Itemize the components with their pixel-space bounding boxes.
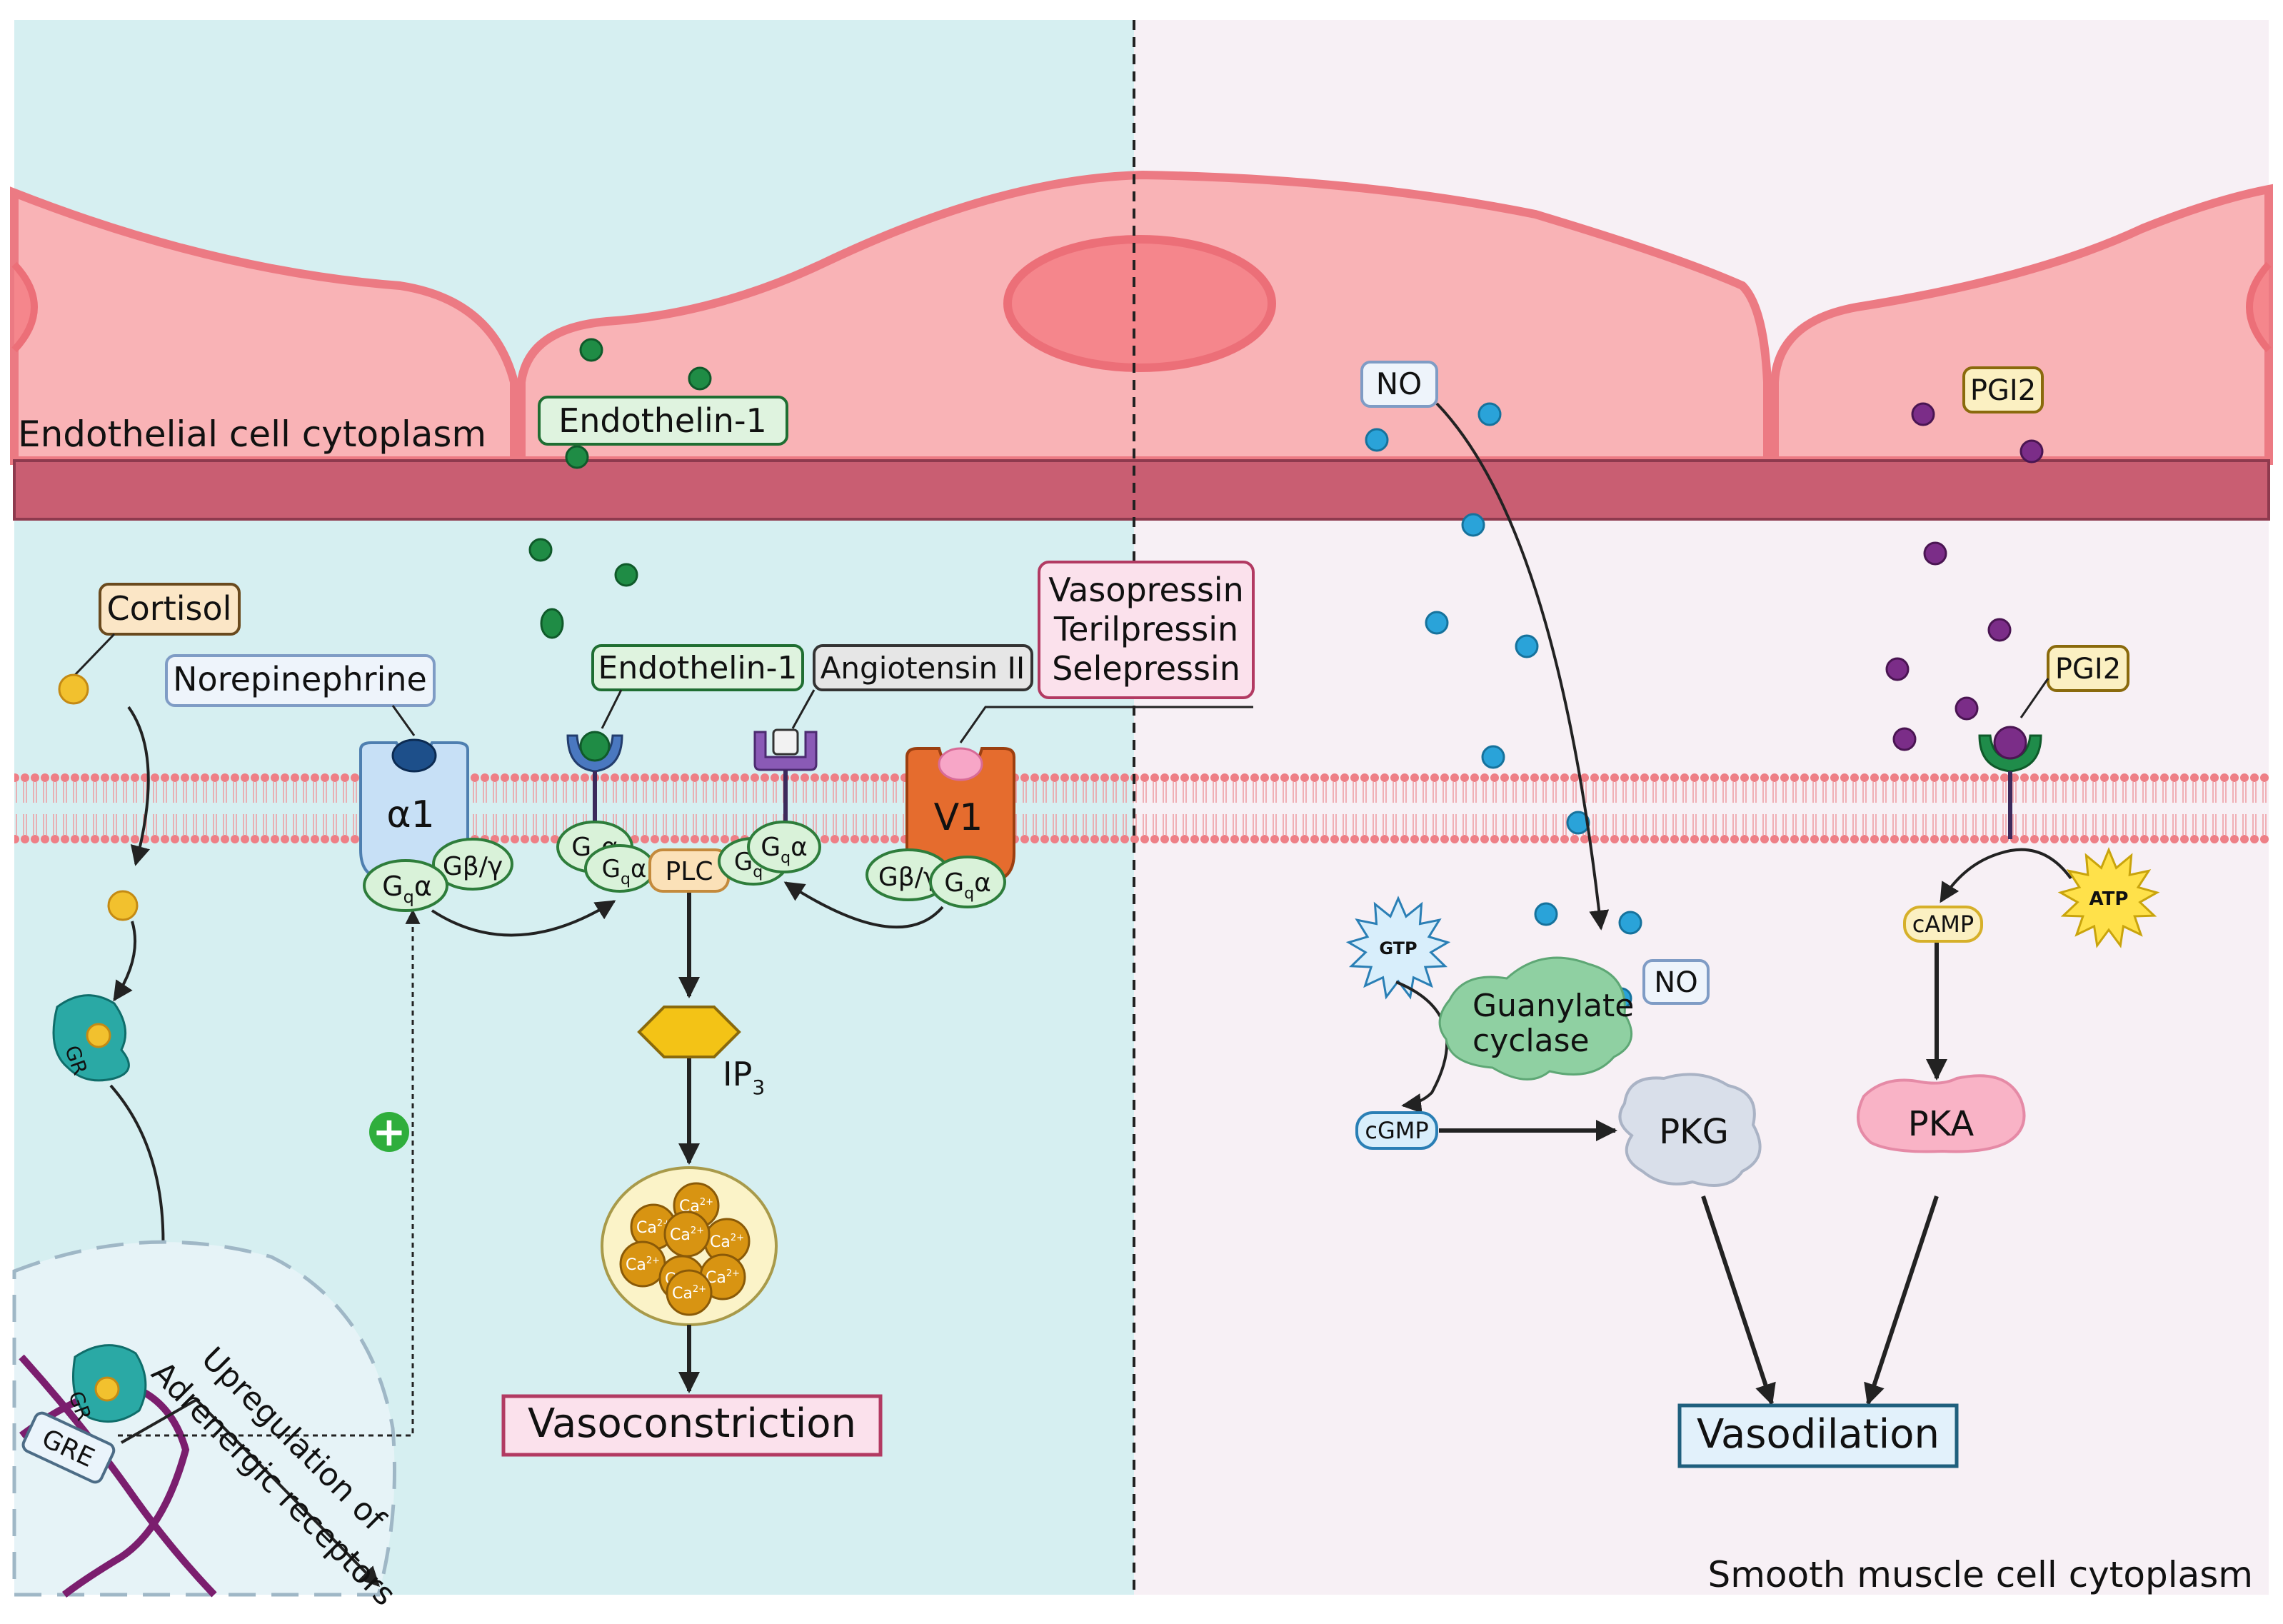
- v1-gq: Gqα: [929, 856, 1006, 908]
- svg-text:Vasoconstriction: Vasoconstriction: [528, 1400, 856, 1447]
- cortisol-entry-arrow: [127, 706, 151, 866]
- svg-text:PLC: PLC: [666, 857, 713, 886]
- svg-text:Angiotensin II: Angiotensin II: [821, 651, 1025, 686]
- alpha1-receptor: α1: [359, 738, 469, 880]
- v1-to-plc-arrow: [783, 881, 944, 929]
- svg-text:+: +: [373, 1109, 406, 1156]
- svg-text:Endothelin-1: Endothelin-1: [598, 650, 798, 686]
- cell-membrane: [14, 773, 2269, 844]
- plc-enzyme: PLC: [648, 848, 730, 893]
- svg-text:PKG: PKG: [1659, 1112, 1729, 1152]
- svg-text:NO: NO: [1376, 366, 1422, 401]
- gtp-to-cgmp-arrow: [1395, 981, 1449, 1113]
- endothelial-cells: [10, 170, 2273, 465]
- vasopressin-label: Vasopressin Terilpressin Selepressin: [959, 561, 1255, 743]
- atp-molecule: ATP: [2057, 847, 2160, 948]
- svg-text:Gβ/γ: Gβ/γ: [443, 852, 503, 881]
- pkg-to-vasodilation-arrow: [1701, 1196, 1776, 1405]
- alpha1-to-plc-arrow: [431, 900, 616, 937]
- cgmp-molecule: cGMP: [1355, 1111, 1438, 1150]
- ip3-molecule: IP3: [637, 1006, 765, 1099]
- gtp-molecule: GTP: [1345, 896, 1451, 1000]
- svg-text:IP3: IP3: [723, 1055, 765, 1099]
- camp-molecule: cAMP: [1903, 906, 1983, 943]
- vasodilation-box: Vasodilation: [1677, 1403, 1959, 1468]
- pka-enzyme: PKA: [1857, 1074, 2026, 1153]
- calcium-store: Ca2+Ca2+Ca2+Ca2+Ca2+Ca2+Ca2+Ca2+: [601, 1166, 778, 1326]
- pgi2-molecules: [1885, 402, 2044, 751]
- pgi2-label-top: PGI2: [1962, 366, 2044, 413]
- alpha1-gbg: Gβ/γ: [432, 838, 513, 891]
- norepinephrine-label: Norepinephrine: [165, 654, 436, 736]
- svg-text:PGI2: PGI2: [1970, 374, 2036, 407]
- glucocorticoid-receptor: GR: [52, 994, 130, 1082]
- nucleus: [1003, 235, 1276, 372]
- svg-text:Gqα: Gqα: [602, 855, 647, 888]
- svg-text:Norepinephrine: Norepinephrine: [173, 660, 427, 698]
- smooth-muscle-label: Smooth muscle cell cytoplasm: [1707, 1554, 2253, 1595]
- svg-text:V1: V1: [934, 796, 983, 839]
- svg-text:PGI2: PGI2: [2055, 653, 2121, 686]
- endothelin-molecules: [528, 338, 712, 639]
- calcium-ion-label: Ca2+: [626, 1255, 660, 1274]
- svg-text:Gqα: Gqα: [944, 868, 991, 903]
- cortisol-to-gr-arrow: [113, 921, 137, 1002]
- svg-text:Vasodilation: Vasodilation: [1697, 1411, 1940, 1458]
- svg-text:Gqα: Gqα: [382, 871, 432, 907]
- svg-text:Vasopressin: Vasopressin: [1048, 571, 1243, 609]
- angiotensin-label: Angiotensin II: [791, 644, 1033, 729]
- upregulation-feedback-line: [118, 908, 421, 1437]
- svg-text:cGMP: cGMP: [1365, 1117, 1428, 1144]
- calcium-ion-label: Ca2+: [710, 1233, 744, 1251]
- endothelial-label: Endothelial cell cytoplasm: [18, 413, 486, 455]
- svg-text:Cortisol: Cortisol: [107, 589, 232, 628]
- pka-to-vasodilation-arrow: [1864, 1196, 1939, 1405]
- positive-effect-icon: +: [369, 1109, 409, 1156]
- pgi2-receptor-label: PGI2: [2019, 645, 2129, 718]
- vasoconstriction-box: Vasoconstriction: [501, 1394, 883, 1457]
- cortisol-label: Cortisol: [74, 583, 241, 676]
- svg-text:NO: NO: [1654, 966, 1697, 999]
- alpha1-gq: Gqα: [363, 859, 448, 912]
- atp-to-camp-arrow: [1940, 848, 2072, 903]
- v1-gbg: Gβ/γ: [865, 848, 951, 901]
- gq-angiotensin-2: Gqα: [747, 821, 821, 873]
- gq-endothelin-2: Gqα: [584, 844, 656, 893]
- calcium-ion-label: Ca2+: [670, 1225, 704, 1244]
- svg-text:PKA: PKA: [1908, 1104, 1975, 1144]
- svg-text:cAMP: cAMP: [1912, 911, 1974, 938]
- endothelin-label-top: Endothelin-1: [538, 396, 788, 446]
- cortisol-molecule: [58, 673, 89, 705]
- svg-text:Guanylate: Guanylate: [1472, 988, 1634, 1024]
- calcium-ion-label: Ca2+: [672, 1284, 706, 1303]
- no-to-guanylate-arrow: [1435, 402, 1610, 931]
- svg-text:GTP: GTP: [1379, 938, 1417, 958]
- no-label-top: NO: [1360, 361, 1438, 408]
- cortisol-molecule-cytoplasm: [107, 890, 139, 921]
- basement-membrane: [13, 459, 2270, 521]
- cell-nucleus: GR GRE Upregulation of Adrenergic recept…: [12, 1240, 403, 1613]
- endothelin-receptor-label: Endothelin-1: [591, 644, 804, 729]
- gq-endothelin-1: Gqα: [556, 821, 633, 873]
- calcium-ion: [666, 1269, 713, 1316]
- pkg-enzyme: PKG: [1618, 1073, 1762, 1187]
- svg-text:Terilpressin: Terilpressin: [1053, 610, 1238, 648]
- svg-text:α1: α1: [386, 793, 434, 836]
- no-bound-label: NO: [1642, 959, 1710, 1005]
- guanylate-cyclase: Guanylate cyclase: [1438, 956, 1634, 1081]
- svg-text:Endothelin-1: Endothelin-1: [558, 401, 767, 440]
- svg-text:cyclase: cyclase: [1472, 1023, 1590, 1059]
- pgi2-receptor: [1978, 726, 2042, 839]
- svg-text:ATP: ATP: [2089, 888, 2129, 910]
- svg-text:Selepressin: Selepressin: [1052, 649, 1240, 688]
- svg-text:Gβ/γ: Gβ/γ: [878, 863, 938, 892]
- angiotensin-receptor: [753, 728, 818, 839]
- svg-text:Gqα: Gqα: [761, 833, 808, 867]
